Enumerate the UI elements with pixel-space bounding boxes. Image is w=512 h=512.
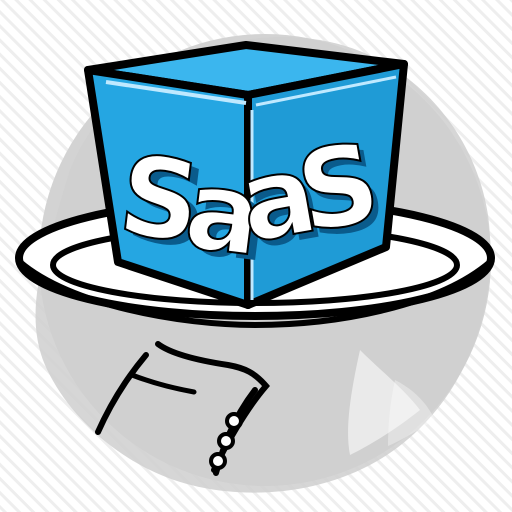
letter-front-2: a [179, 145, 268, 281]
letter-front-2-shadow: a [187, 151, 276, 287]
letter-front-1: S [113, 131, 207, 268]
saas-letters: S a a S S a a S [112, 117, 395, 287]
saas-cube [84, 41, 408, 309]
cuff-button-icon [225, 412, 243, 430]
cuff-button-icon [209, 452, 227, 470]
letter-front-1-shadow: S [121, 137, 215, 274]
cuff-button-icon [217, 432, 235, 450]
waiter-arm [95, 341, 270, 476]
